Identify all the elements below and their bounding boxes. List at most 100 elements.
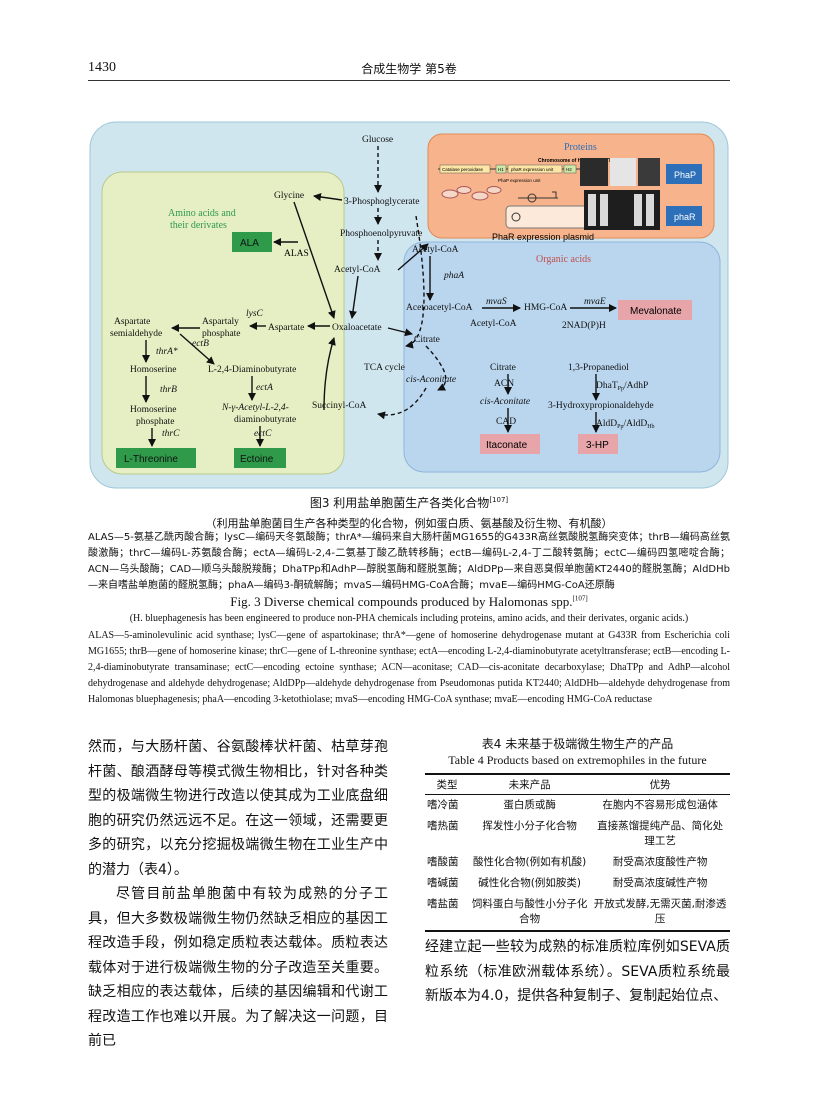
nacetyl-label-1: N-γ-Acetyl-L-2,4- [221,403,289,413]
table-4: 类型 未来产品 优势 嗜冷菌 蛋白质或酶 在胞内不容易形成包涵体 嗜热菌 挥发性… [425,773,730,932]
tca-label: TCA cycle [364,363,405,373]
svg-text:ALA: ALA [240,238,259,249]
propanediol-label: 1,3-Propanediol [568,363,629,373]
figure-legend-en: ALAS—5-aminolevulinic acid synthase; lys… [88,630,730,705]
oxaloacetate-label: Oxaloacetate [332,323,382,333]
aldd-mid-label: /AldD [623,419,647,429]
table-header-advantage: 优势 [590,773,730,795]
aldd-label: AldD [596,419,617,429]
aldd-sub2-label: Hb [647,424,654,430]
svg-text:Mevalonate: Mevalonate [630,306,682,317]
table-row: 嗜酸菌 酸性化合物(例如有机酸) 耐受高浓度酸性产物 [427,856,708,868]
thrc-label: thrC [162,429,180,439]
chromosome-label: Chromosome of Halomonas TD [538,158,613,164]
thra-label: thrA* [156,347,178,357]
glucose-label: Glucose [362,135,393,145]
body-paragraph-2: 尽管目前盐单胞菌中有较为成熟的分子工具，但大多数极端微生物仍然缺乏相应的基因工程… [88,886,388,1049]
svg-text:Ectoine: Ectoine [240,454,274,465]
ectoine-box [234,448,286,468]
figure-subcaption-en: (H. bluephagenesis has been engineered t… [129,613,689,624]
phap-unit-label: PhaP expression unit [498,178,541,183]
figure-subcaption-cn: （利用盐单胞菌目生产各种类型的化合物，例如蛋白质、氨基酸及衍生物、有机酸） [205,517,613,530]
table-row: 嗜冷菌 蛋白质或酶 在胞内不容易形成包涵体 [427,799,718,811]
body-paragraph-1: 然而，与大肠杆菌、谷氨酸棒状杆菌、枯草芽孢杆菌、酿酒酵母等模式微生物相比，针对各… [88,739,388,878]
cisaco-r-label: cis-Aconitate [480,397,530,407]
lthr-box [116,448,196,468]
acetoacetyl-label: Acetoacetyl-CoA [406,303,473,313]
homop-label-1: Homoserine [130,405,176,415]
adhp-label: /AdhP [624,381,648,391]
table-row: 嗜碱菌 碱性化合物(例如胺类) 耐受高浓度碱性产物 [427,877,708,889]
organic-acids-panel [403,241,721,473]
mevalonate-box [618,300,692,320]
amino-acids-panel [101,171,345,475]
figure-caption-cn: 图3 利用盐单胞菌生产各类化合物[107] [309,496,509,510]
mvas-label: mvaS [486,297,507,307]
asp-p-label-2: phosphate [202,329,241,339]
citrate-r-label: Citrate [490,363,516,373]
journal-name: 合成生物学 第5卷 [361,62,457,76]
table-header-type: 类型 [425,773,469,795]
ecta-label: ectA [256,383,273,393]
table4-title-cn: 表4 未来基于极端微生物生产的产品 [481,737,674,751]
mvae-label: mvaE [584,297,606,307]
table-row: 嗜热菌 挥发性小分子化合物 直接蒸馏提纯产品、简化处理工艺 [427,820,724,847]
asp-semi-label-1: Aspartate [114,317,150,327]
catalase-label: Catalase peroxidase [442,167,484,172]
nadph-label: 2NAD(P)H [562,320,606,331]
homoserine-label: Homoserine [130,365,176,375]
phaa-label: phaA [443,271,464,281]
succinyl-label: Succinyl-CoA [312,401,366,411]
amino-title-2: their derivates [170,220,227,231]
asp-p-label-1: Aspartaly [202,317,239,327]
svg-text:phaR: phaR [674,212,696,222]
h2-label: H2 [566,167,572,172]
svg-text:Itaconate: Itaconate [486,440,528,451]
svg-text:AldDPp/AldDHb: AldDPp/AldDHb [596,419,655,430]
alas-label: ALAS [284,249,309,259]
table4-title-en: Table 4 Products based on extremophiles … [448,753,707,767]
phar-unit-label: phaR expression unit [511,167,554,172]
acetylcoa-mid-label: Acetyl-CoA [334,265,381,275]
asp-semi-label-2: semialdehyde [110,329,162,339]
hmgcoa-label: HMG-CoA [524,303,567,313]
citrate-tca-label: Citrate [414,335,440,345]
phar-box [666,206,702,226]
body-text-right: 经建立起一些较为成熟的标准质粒库例如SEVA质粒系统（标准欧洲载体系统）。SEV… [425,939,730,1004]
thrb-label: thrB [160,385,177,395]
figure-caption-en: Fig. 3 Diverse chemical compounds produc… [230,594,588,609]
organic-acids-title: Organic acids [536,254,591,265]
svg-text:PhaP: PhaP [674,170,696,180]
hpa-label: 3-Hydroxypropionaldehyde [548,401,654,411]
amino-title-1: Amino acids and [168,208,236,219]
page-header: 1430 合成生物学 第5卷 [88,58,730,81]
proteins-title: Proteins [564,142,597,153]
glycine-label: Glycine [274,191,304,201]
svg-text:DhaTPp/AdhP: DhaTPp/AdhP [596,381,648,392]
nacetyl-label-2: diaminobutyrate [234,415,296,425]
phap-box [666,164,702,184]
table-row: 嗜盐菌 饲料蛋白与酸性小分子化合物 开放式发酵,无需灭菌,耐渗透压 [425,894,730,932]
figure-legend-cn: ALAS—5-氨基乙酰丙酸合酶；lysC—编码天冬氨酸酶；thrA*—编码来自大… [88,532,730,591]
cad-label: CAD [496,417,516,427]
svg-text:L-Threonine: L-Threonine [124,454,178,465]
pg3-label: 3-Phosphoglycerate [344,197,419,207]
svg-text:3-HP: 3-HP [586,440,609,451]
h1-label: H1 [498,167,504,172]
dab-label: L-2,4-Diaminobutyrate [208,365,296,375]
itaconate-box [480,434,540,454]
acetylcoa-2-label: Acetyl-CoA [470,319,517,329]
table-header-product: 未来产品 [469,773,591,795]
homop-label-2: phosphate [136,417,175,427]
page-number: 1430 [88,60,116,75]
dhat-sub-label: Pp [618,386,624,392]
ectb-label: ectB [192,339,209,349]
aspartate-label: Aspartate [268,323,304,333]
dhat-label: DhaT [596,381,618,391]
body-text-left: 然而，与大肠杆菌、谷氨酸棒状杆菌、枯草芽孢杆菌、酿酒酵母等模式微生物相比，针对各… [88,735,388,1054]
acn-label: ACN [494,379,514,389]
figure-3: Amino acids and their derivates Organic … [89,121,729,489]
cisaco-tca-label: cis-Aconitate [406,375,456,385]
ectc-label: ectC [254,429,272,439]
3hp-box [578,434,618,454]
